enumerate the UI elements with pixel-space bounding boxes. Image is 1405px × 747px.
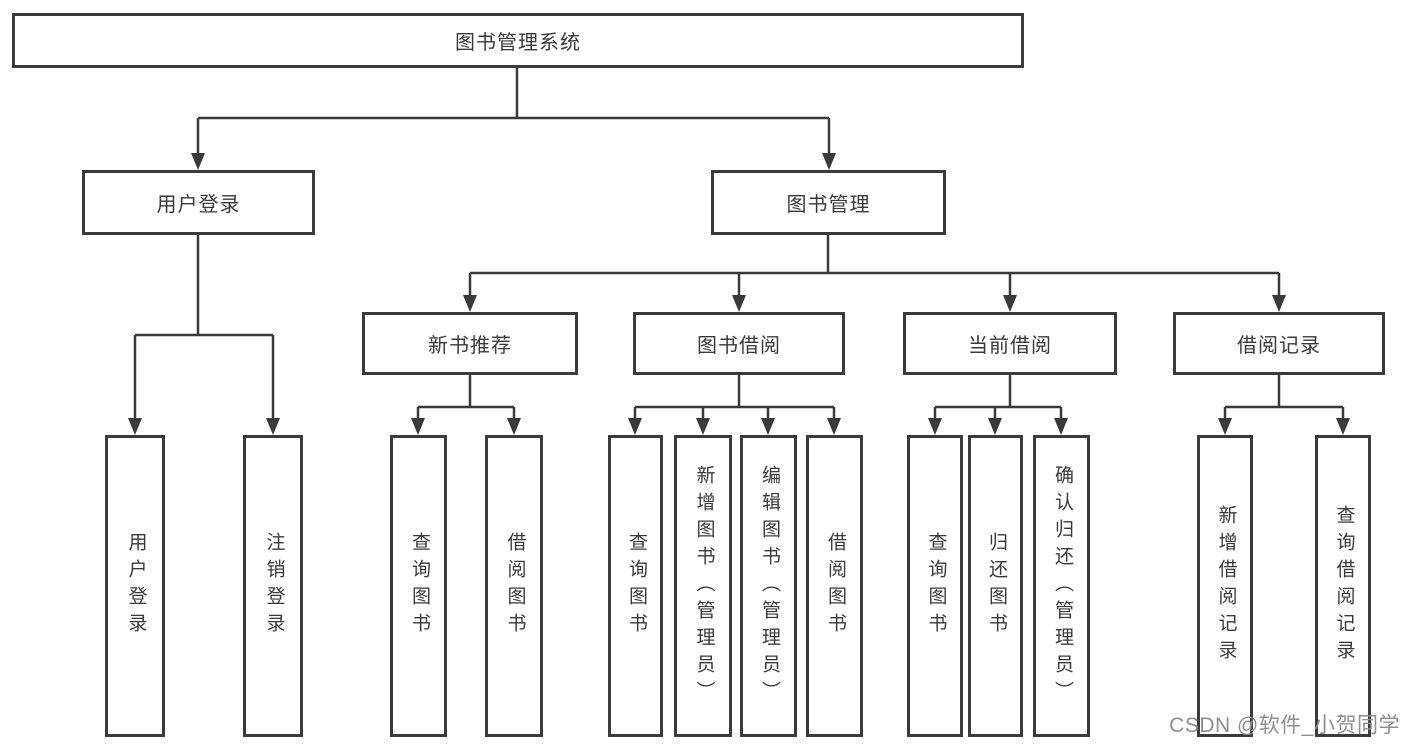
node-root: 图书管理系统 — [12, 13, 1024, 68]
leaf-borrow-book: 借阅图书 — [806, 435, 863, 737]
leaf-confirm-return-admin-label: 确认归还（管理员） — [1051, 464, 1073, 708]
leaf-query-book-current-label: 查询图书 — [925, 532, 947, 640]
leaf-query-book-recommend-label: 查询图书 — [408, 532, 430, 640]
leaf-confirm-return-admin: 确认归还（管理员） — [1033, 435, 1090, 737]
leaf-user-login-label: 用户登录 — [125, 532, 147, 640]
leaf-query-book-recommend: 查询图书 — [390, 435, 447, 737]
leaf-add-borrow-record-label: 新增借阅记录 — [1215, 505, 1237, 667]
leaf-return-book-label: 归还图书 — [985, 532, 1007, 640]
leaf-add-book-admin: 新增图书（管理员） — [674, 435, 732, 737]
leaf-query-borrow-record: 查询借阅记录 — [1315, 435, 1371, 737]
node-book-management-label: 图书管理 — [786, 194, 871, 216]
csdn-watermark: CSDN @软件_小贺同学 — [1169, 714, 1400, 737]
leaf-logout-label: 注销登录 — [263, 532, 285, 640]
node-user-login-label: 用户登录 — [156, 194, 241, 216]
leaf-borrow-book-label: 借阅图书 — [824, 532, 846, 640]
node-current-borrow: 当前借阅 — [903, 312, 1117, 375]
leaf-borrow-book-recommend: 借阅图书 — [485, 435, 543, 737]
node-borrow-record: 借阅记录 — [1173, 312, 1385, 375]
leaf-query-borrow-record-label: 查询借阅记录 — [1333, 505, 1355, 667]
node-root-label: 图书管理系统 — [455, 32, 581, 54]
node-new-book-recommend: 新书推荐 — [362, 312, 578, 375]
leaf-add-borrow-record: 新增借阅记录 — [1197, 435, 1253, 737]
leaf-query-book-borrow-label: 查询图书 — [625, 532, 647, 640]
leaf-edit-book-admin: 编辑图书（管理员） — [740, 435, 797, 737]
node-book-management: 图书管理 — [711, 170, 946, 235]
leaf-add-book-admin-label: 新增图书（管理员） — [693, 464, 715, 708]
leaf-edit-book-admin-label: 编辑图书（管理员） — [758, 464, 780, 708]
node-current-borrow-label: 当前借阅 — [968, 335, 1052, 357]
node-user-login: 用户登录 — [82, 170, 315, 235]
arrowheads — [128, 153, 1350, 435]
leaf-borrow-book-recommend-label: 借阅图书 — [504, 532, 526, 640]
node-book-borrow: 图书借阅 — [633, 312, 845, 375]
leaf-user-login: 用户登录 — [105, 435, 165, 737]
leaf-return-book: 归还图书 — [968, 435, 1023, 737]
node-borrow-record-label: 借阅记录 — [1237, 335, 1321, 357]
node-book-borrow-label: 图书借阅 — [697, 335, 781, 357]
leaf-logout: 注销登录 — [243, 435, 303, 737]
leaf-query-book-current: 查询图书 — [907, 435, 963, 737]
node-new-book-recommend-label: 新书推荐 — [428, 335, 512, 357]
leaf-query-book-borrow: 查询图书 — [608, 435, 663, 737]
